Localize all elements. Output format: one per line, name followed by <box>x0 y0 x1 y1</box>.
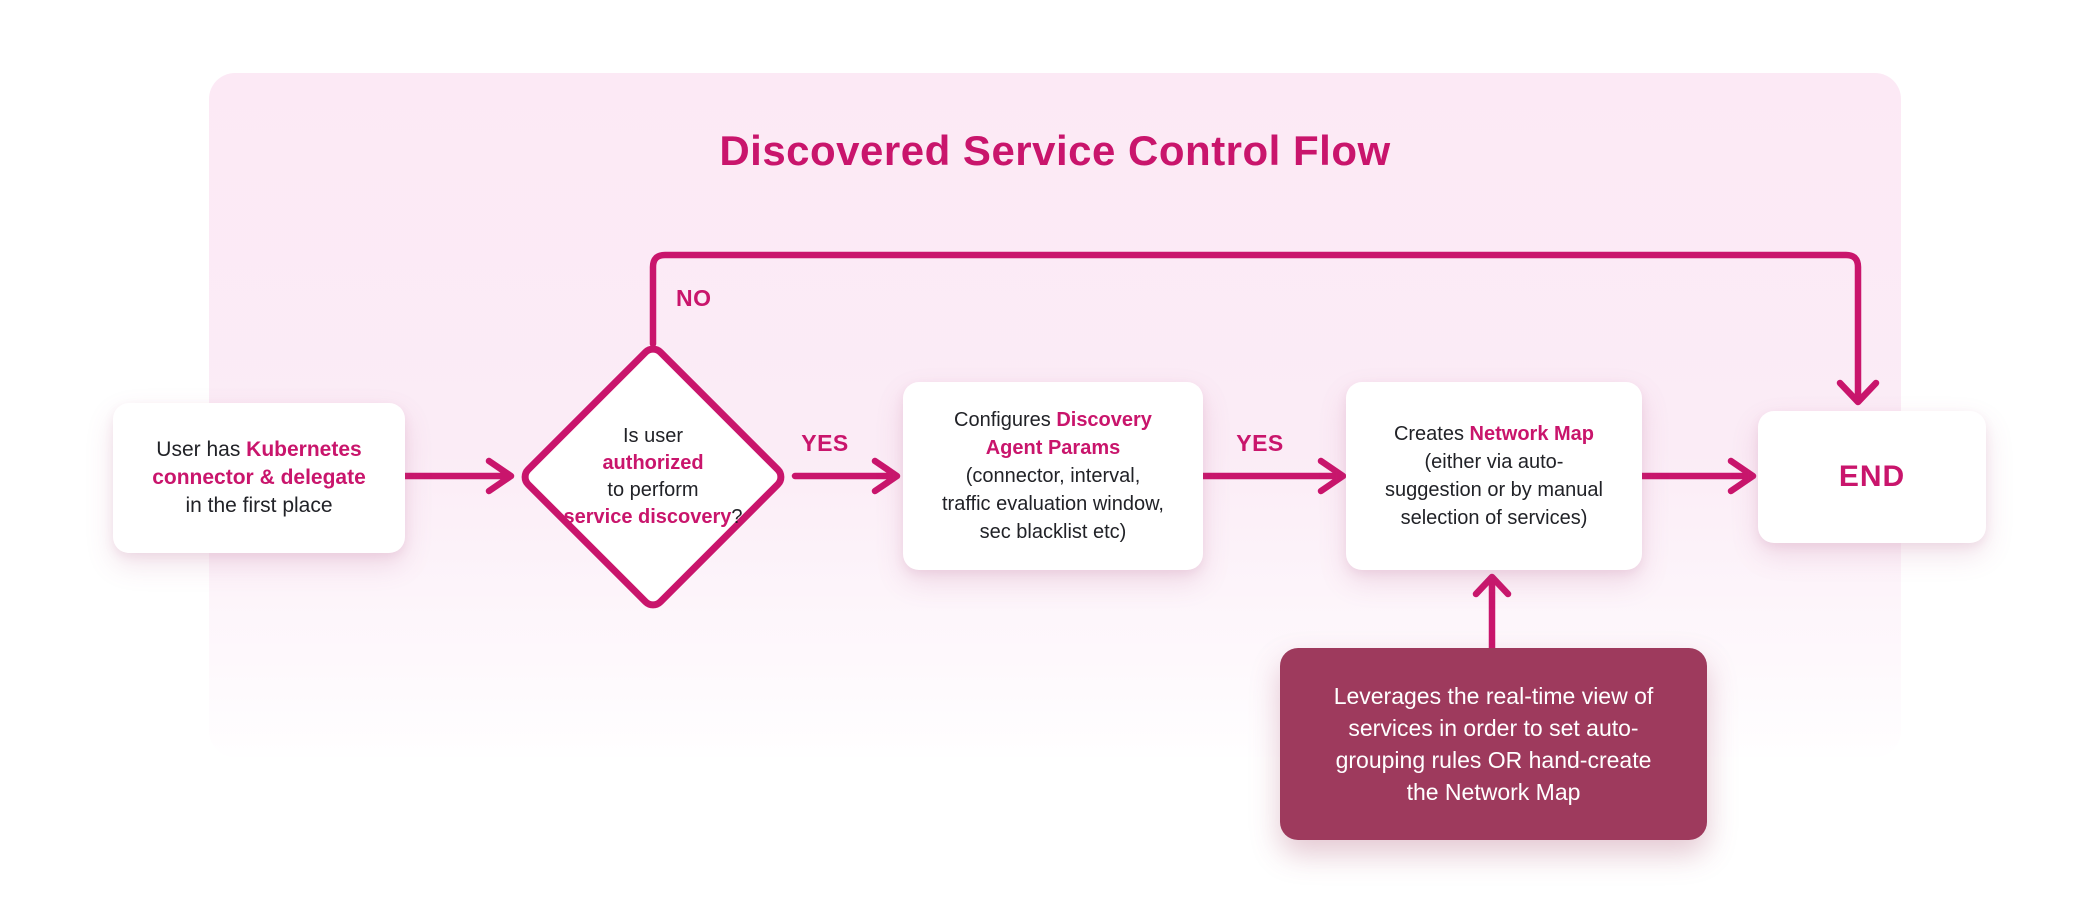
node-end-text: END <box>1838 460 1906 493</box>
node-create-text: Creates Network Map(either via auto-sugg… <box>1385 423 1603 529</box>
edge-decision-no-to-end <box>649 251 1880 406</box>
node-create-network-map: Creates Network Map(either via auto-sugg… <box>1346 382 1642 570</box>
edge-note-to-create <box>1472 573 1512 654</box>
edge-label-yes-1: YES <box>801 430 849 456</box>
diagram-title: Discovered Service Control Flow <box>719 127 1391 174</box>
edge-configure-to-create-yes <box>1199 457 1347 495</box>
node-end: END <box>1758 411 1986 543</box>
edge-create-to-end <box>1638 457 1757 495</box>
edge-label-yes-2: YES <box>1236 430 1284 456</box>
edge-decision-to-configure-yes <box>791 457 901 495</box>
edge-start-to-decision <box>401 457 515 495</box>
edge-label-no: NO <box>676 285 712 311</box>
